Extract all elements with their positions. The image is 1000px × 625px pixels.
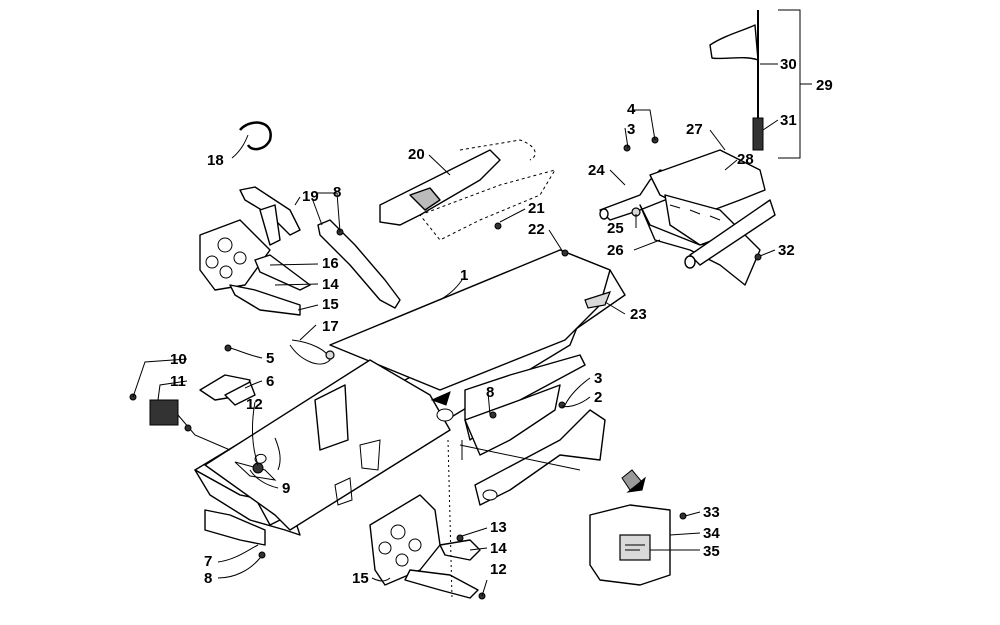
footrest-bracket-upper [199, 219, 311, 316]
callout-labels: 1 2 3 3 4 5 6 7 8 8 8 9 10 11 12 12 13 1… [170, 56, 833, 587]
callout-32: 32 [778, 242, 795, 259]
callout-15: 15 [352, 570, 369, 587]
callout-15: 15 [322, 296, 339, 313]
perforated-plate [459, 354, 586, 471]
callout-27: 27 [686, 121, 703, 138]
callout-12: 12 [246, 396, 263, 413]
callout-26: 26 [607, 242, 624, 259]
callout-24: 24 [588, 162, 605, 179]
callout-17: 17 [322, 318, 339, 335]
callout-28: 28 [737, 151, 754, 168]
callout-7: 7 [204, 553, 212, 570]
callout-1: 1 [460, 267, 468, 284]
callout-18: 18 [207, 152, 224, 169]
tunnel-part-1 [194, 249, 626, 536]
callout-31: 31 [780, 112, 797, 129]
heat-shield-part-21 [419, 169, 557, 241]
callout-25: 25 [607, 220, 624, 237]
callout-5: 5 [266, 350, 274, 367]
electrical-box [129, 393, 231, 451]
callout-10: 10 [170, 351, 187, 368]
flag-assembly [709, 9, 801, 159]
callout-4: 4 [627, 101, 636, 118]
callout-33: 33 [703, 504, 720, 521]
cable-part-17 [289, 339, 335, 365]
callout-22: 22 [528, 221, 545, 238]
callout-14: 14 [490, 540, 507, 557]
callout-6: 6 [266, 373, 274, 390]
callout-35: 35 [703, 543, 720, 560]
callout-3: 3 [627, 121, 635, 138]
footrest-bracket-lower [369, 494, 486, 600]
callout-3: 3 [594, 370, 602, 387]
callout-11: 11 [170, 373, 186, 390]
bracket-part-6 [199, 344, 256, 406]
bracket-part-20 [379, 139, 536, 226]
callout-29: 29 [816, 77, 833, 94]
rear-panel-part-34 [589, 469, 687, 586]
side-panel-part-2 [474, 409, 606, 506]
callout-30: 30 [780, 56, 797, 73]
callout-14: 14 [322, 276, 339, 293]
callout-12: 12 [490, 561, 507, 578]
callout-23: 23 [630, 306, 647, 323]
callout-16: 16 [322, 255, 339, 272]
clamp-part-18 [239, 121, 272, 151]
callout-13: 13 [490, 519, 507, 536]
skid-plate-part-7 [204, 509, 266, 546]
callout-8: 8 [333, 184, 341, 201]
callout-19: 19 [302, 188, 319, 205]
callout-21: 21 [528, 200, 545, 217]
rear-bumper-assembly [599, 149, 776, 286]
callout-8: 8 [486, 384, 494, 401]
callout-9: 9 [282, 480, 290, 497]
direction-arrows [430, 391, 646, 493]
callout-34: 34 [703, 525, 720, 542]
brace-part-19 [239, 186, 401, 309]
callout-2: 2 [594, 389, 602, 406]
leader-lines [132, 63, 812, 599]
callout-20: 20 [408, 146, 425, 163]
callout-8: 8 [204, 570, 212, 587]
